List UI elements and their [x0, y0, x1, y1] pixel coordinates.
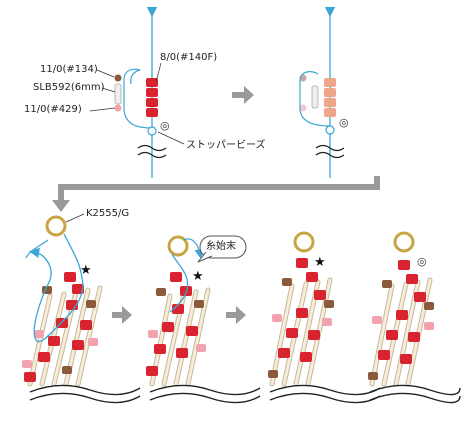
star-mark-step5: ★ [314, 255, 326, 270]
label-top-left-bead: 11/0(#134) [40, 64, 98, 75]
arrow-right-icon [232, 86, 254, 104]
arrow-right-icon-2 [112, 306, 132, 324]
label-bottom-left-bead: 11/0(#429) [24, 104, 82, 115]
double-circle-mark-step6: ◎ [417, 255, 427, 268]
arrow-right-icon-3 [226, 306, 246, 324]
spacer-bead [114, 83, 122, 105]
arrow-down-icon [52, 176, 380, 212]
double-circle-mark-step1: ◎ [160, 119, 170, 132]
label-right-bead: 8/0(#140F) [160, 52, 218, 63]
step-2-diagram [299, 6, 345, 178]
double-circle-mark-step2: ◎ [339, 116, 349, 129]
label-spacer: SLB592(6mm) [33, 82, 105, 93]
top-left-seed-bead [114, 74, 122, 82]
label-thread-end: 糸始末 [206, 241, 236, 252]
thread-end-bubble [199, 235, 247, 259]
step-4-diagram [146, 235, 261, 404]
bottom-left-seed-bead [114, 104, 122, 112]
stopper-bead [147, 126, 157, 136]
step-1-diagram [89, 6, 185, 178]
step-6-diagram [368, 231, 461, 404]
step-5-diagram [268, 231, 381, 404]
jump-ring-icon [45, 215, 67, 237]
star-mark-step4: ★ [192, 269, 204, 284]
star-mark-step3: ★ [80, 263, 92, 278]
step-3-diagram [22, 213, 141, 404]
label-jump-ring: K2555/G [86, 208, 130, 219]
label-stopper: ストッパービーズ [186, 140, 266, 151]
right-bead-column [146, 78, 158, 117]
